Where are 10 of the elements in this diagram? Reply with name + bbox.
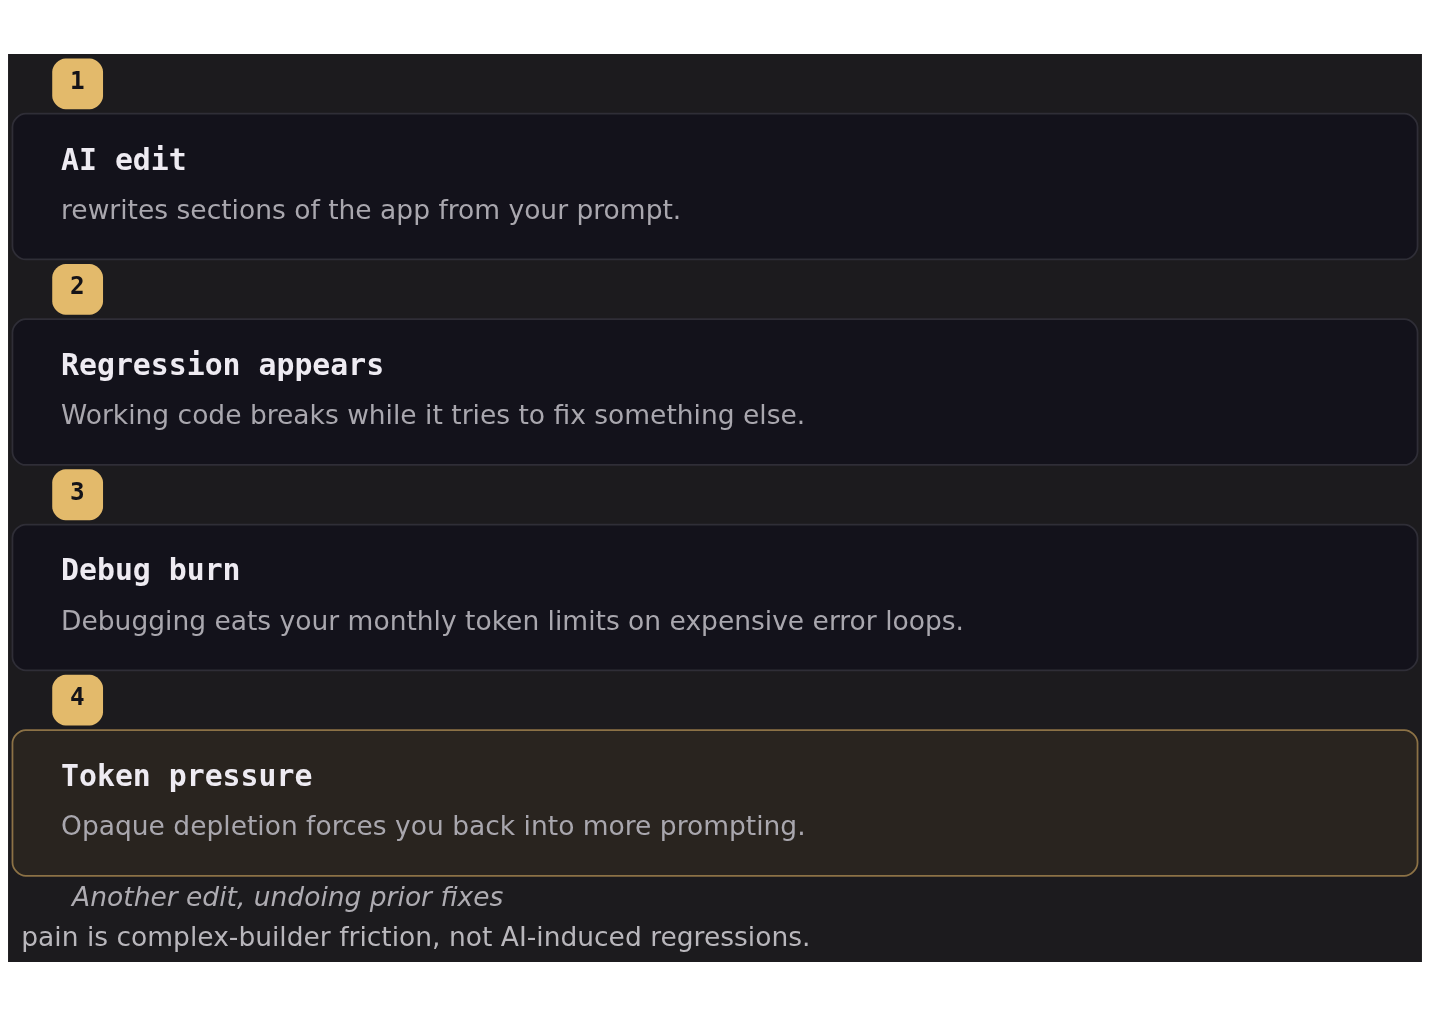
label: Another edit, undoing prior fixes bbox=[72, 880, 504, 912]
node-box: 4 bbox=[52, 674, 104, 726]
caption: pain is complex-builder friction, not AI-induced regressions. bbox=[21, 920, 811, 952]
node-box: 1 bbox=[52, 58, 104, 110]
node-box: Regression appears Working code breaks while it tries to fix something else. bbox=[11, 318, 1419, 466]
node-box: 3 bbox=[52, 469, 104, 521]
node-box: Debug burn Debugging eats your monthly token limits on expensive error loops. bbox=[11, 523, 1419, 672]
node-box: AI edit rewrites sections of the app from your prompt. bbox=[11, 112, 1419, 261]
node-box: Token pressure Opaque depletion forces you back into more prompting. bbox=[11, 729, 1419, 877]
node-box: 2 bbox=[52, 263, 104, 315]
